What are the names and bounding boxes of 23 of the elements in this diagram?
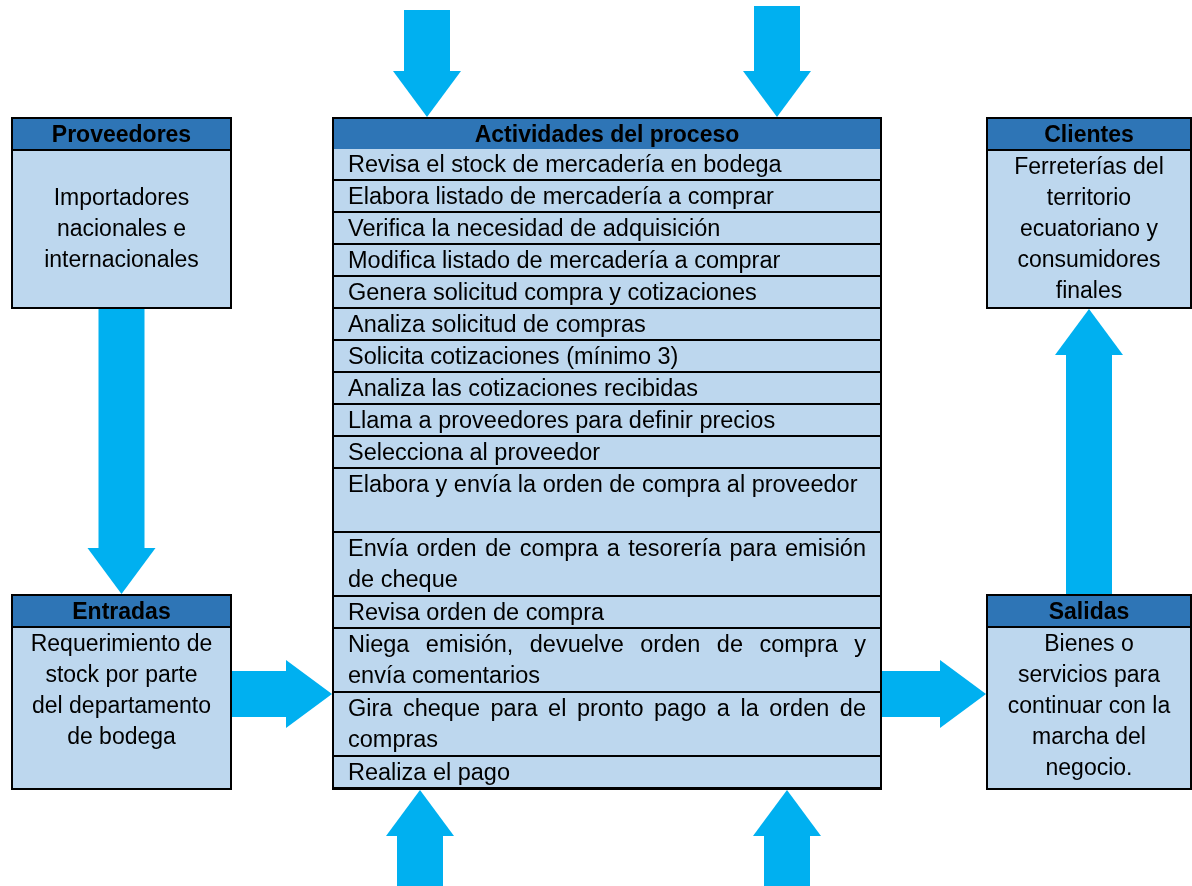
- block-arrow: [87, 309, 156, 594]
- block-arrow: [232, 660, 332, 728]
- card-text: Importadores nacionales e internacionales: [43, 182, 200, 274]
- activity-table: [332, 117, 882, 790]
- info-card: [11, 594, 232, 790]
- block-arrow: [753, 790, 821, 886]
- block-arrow: [882, 660, 986, 728]
- activity-row: Revisa el stock de mercadería en bodega: [334, 149, 880, 181]
- block-arrow: [743, 6, 811, 117]
- block-arrow: [1055, 309, 1123, 594]
- info-card: [986, 594, 1192, 790]
- card-text: Requerimiento de stock por parte del departamento de bodega: [29, 629, 214, 751]
- info-card: [986, 117, 1192, 309]
- card-text: Ferreterías del territorio ecuatoriano y consumidores finales: [1013, 152, 1165, 305]
- card-header: Clientes: [988, 119, 1190, 151]
- card-header: Proveedores: [13, 119, 230, 151]
- block-arrow: [386, 790, 454, 886]
- card-header: Salidas: [988, 596, 1190, 628]
- card-header: Entradas: [13, 596, 230, 628]
- block-arrow: [393, 10, 461, 117]
- card-text: Bienes o servicios para continuar con la marcha del negocio.: [1006, 629, 1172, 782]
- info-card: [11, 117, 232, 309]
- card-header: Actividades del proceso: [334, 119, 880, 151]
